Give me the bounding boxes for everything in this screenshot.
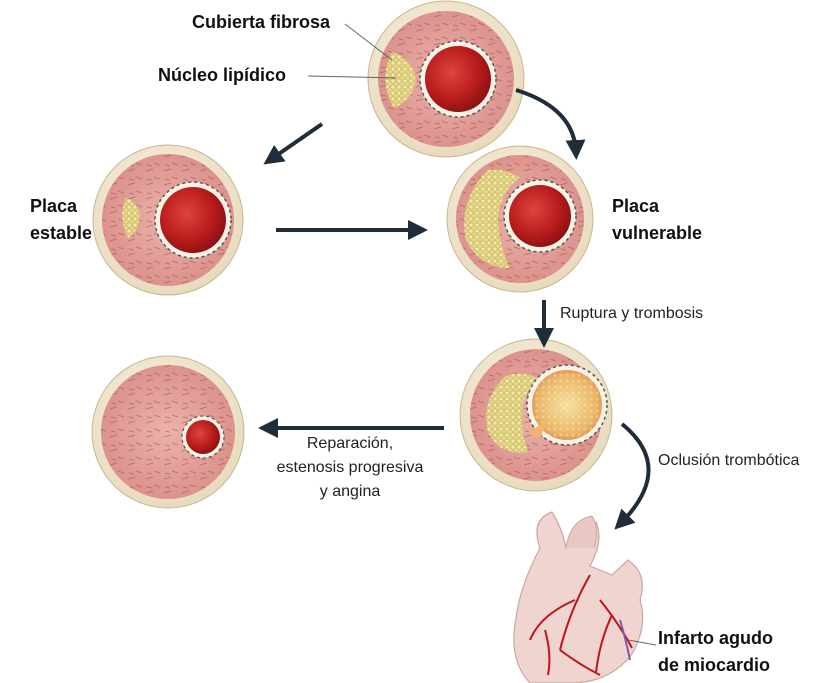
vulnerable-plaque-line-1: Placa [612,193,702,220]
arrow-to-heart [620,424,649,524]
vulnerable-lumen [509,185,571,247]
arrow-to-vulnerable [516,90,576,152]
stable-plaque-line-2: estable [30,220,92,247]
top-vessel [368,1,524,157]
vulnerable-plaque-label: Placa vulnerable [612,193,702,247]
repair-line-2: estenosis progresiva [250,456,450,480]
vulnerable-vessel [447,146,593,292]
infarction-line-1: Infarto agudo [658,625,773,652]
occlusion-label: Oclusión trombótica [658,449,799,473]
infarction-line-2: de miocardio [658,652,773,679]
ruptured-vessel [460,339,612,491]
repair-label: Reparación, estenosis progresiva y angin… [250,432,450,504]
arrow-to-stable [270,124,322,160]
fibrous-cap-label: Cubierta fibrosa [192,9,330,36]
vulnerable-plaque-line-2: vulnerable [612,220,702,247]
stable-vessel [93,145,243,295]
stenotic-vessel [92,356,244,508]
top-lumen [425,46,491,112]
stable-plaque-label: Placa estable [30,193,92,247]
stable-lumen [160,187,226,253]
rupture-label: Ruptura y trombosis [560,302,703,326]
infarction-label: Infarto agudo de miocardio [658,625,773,679]
stable-plaque-line-1: Placa [30,193,92,220]
heart-illustration [514,512,643,683]
lipid-core-label: Núcleo lipídico [158,62,286,89]
repair-line-3: y angina [250,480,450,504]
repair-line-1: Reparación, [250,432,450,456]
stenotic-lumen [186,420,220,454]
